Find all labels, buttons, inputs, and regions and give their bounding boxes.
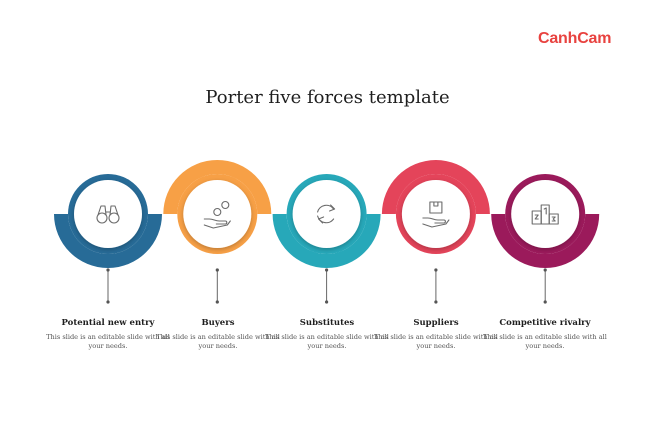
force-caption-competitive-rivalry: Competitive rivalry This slide is an edi… bbox=[480, 318, 610, 351]
force-node-buyers bbox=[163, 160, 272, 304]
connector-dot bbox=[325, 300, 329, 304]
connector-dot bbox=[106, 300, 110, 304]
force-center bbox=[183, 180, 252, 248]
force-node-competitive-rivalry bbox=[491, 174, 600, 304]
brand-logo: CanhCam bbox=[538, 30, 612, 47]
connector-dot bbox=[434, 300, 438, 304]
force-center bbox=[74, 180, 142, 248]
force-description: This slide is an editable slide with all… bbox=[374, 333, 498, 350]
force-center bbox=[292, 180, 361, 248]
force-center bbox=[401, 180, 470, 248]
force-description: This slide is an editable slide with all… bbox=[483, 333, 607, 350]
binoculars-icon bbox=[96, 205, 120, 224]
force-description: This slide is an editable slide with all… bbox=[46, 333, 170, 350]
force-arc bbox=[54, 214, 162, 268]
force-node-substitutes bbox=[272, 174, 381, 304]
force-node-suppliers bbox=[381, 160, 490, 304]
force-description: This slide is an editable slide with all… bbox=[156, 333, 280, 350]
podium-icon bbox=[531, 204, 559, 225]
connector-dot bbox=[215, 268, 219, 272]
slide-title: Porter five forces template bbox=[205, 87, 450, 108]
force-label: Buyers bbox=[201, 318, 235, 328]
force-node-potential-new-entry bbox=[54, 174, 162, 304]
force-arc bbox=[163, 160, 272, 214]
force-label: Substitutes bbox=[299, 318, 355, 328]
force-arc bbox=[491, 214, 600, 268]
hand-coins-icon bbox=[203, 200, 231, 229]
force-description: This slide is an editable slide with all… bbox=[265, 333, 389, 350]
force-arc bbox=[381, 160, 490, 214]
connector-dot bbox=[106, 268, 110, 272]
connector-dot bbox=[434, 268, 438, 272]
refresh-arrows-icon bbox=[317, 204, 336, 224]
force-label: Potential new entry bbox=[61, 318, 155, 328]
force-label: Suppliers bbox=[413, 318, 459, 328]
connector-dot bbox=[215, 300, 219, 304]
force-label: Competitive rivalry bbox=[499, 318, 591, 328]
force-arc bbox=[272, 214, 381, 268]
connector-dot bbox=[325, 268, 329, 272]
force-caption-substitutes: Substitutes This slide is an editable sl… bbox=[262, 318, 392, 351]
connector-dot bbox=[543, 300, 547, 304]
force-caption-suppliers: Suppliers This slide is an editable slid… bbox=[371, 318, 501, 351]
hand-box-icon bbox=[422, 201, 450, 228]
force-center bbox=[511, 180, 580, 248]
force-caption-potential-new-entry: Potential new entry This slide is an edi… bbox=[43, 318, 173, 351]
force-caption-buyers: Buyers This slide is an editable slide w… bbox=[153, 318, 283, 351]
connector-dot bbox=[543, 268, 547, 272]
